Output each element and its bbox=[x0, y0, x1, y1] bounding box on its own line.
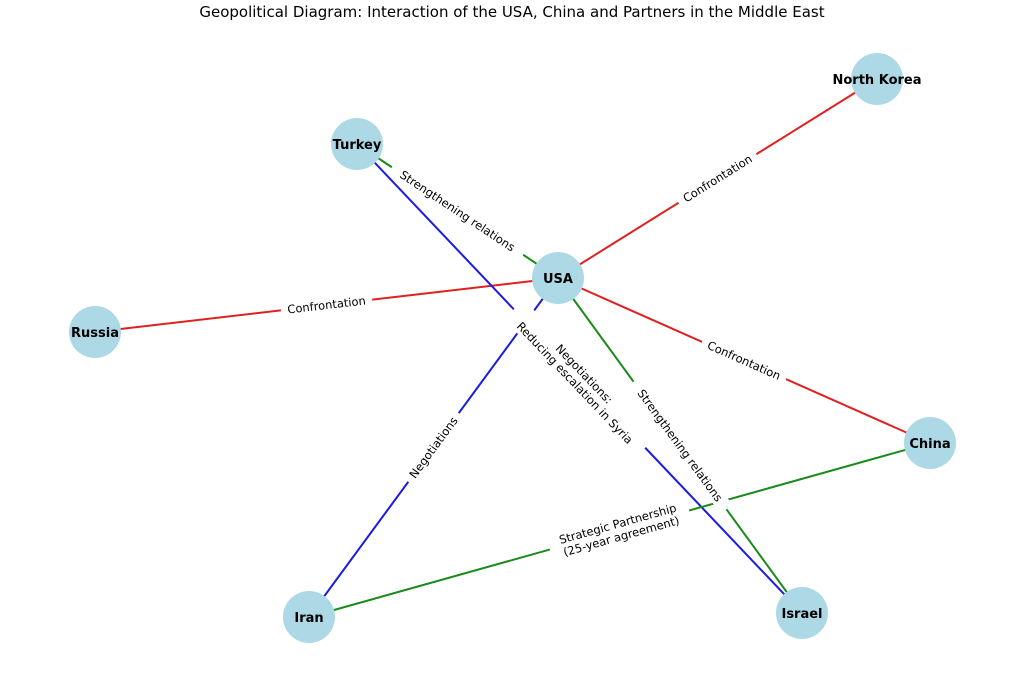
node-label: Russia bbox=[71, 326, 119, 341]
edge-label: Confrontation bbox=[680, 152, 754, 206]
edge-label-background bbox=[387, 160, 528, 262]
node-turkey: Turkey bbox=[331, 118, 383, 170]
node-circle bbox=[851, 53, 903, 105]
node-circle bbox=[776, 587, 828, 639]
edge-label-group: Negotiations bbox=[402, 408, 465, 487]
node-circle bbox=[532, 252, 584, 304]
node-label: North Korea bbox=[833, 73, 922, 88]
edge-label-group: Confrontation bbox=[280, 292, 373, 318]
node-label: Turkey bbox=[333, 138, 382, 153]
node-circle bbox=[283, 591, 335, 643]
edge-label: Strengthening relations bbox=[397, 168, 517, 255]
edge-label-background bbox=[402, 408, 465, 487]
node-circle bbox=[331, 118, 383, 170]
edge-label-group: Strategic Partnership(25-year agreement) bbox=[546, 497, 693, 563]
node-label: Israel bbox=[781, 607, 822, 622]
edge-label: Strengthening relations bbox=[634, 387, 725, 505]
edge-label: Strategic Partnership(25-year agreement) bbox=[557, 501, 681, 560]
node-label: China bbox=[909, 437, 950, 452]
node-usa: USA bbox=[532, 252, 584, 304]
node-circle bbox=[69, 306, 121, 358]
node-iran: Iran bbox=[283, 591, 335, 643]
edge-labels-layer: ConfrontationConfrontationConfrontationS… bbox=[280, 147, 789, 563]
edge-label: Confrontation bbox=[705, 338, 783, 383]
edge-label-background bbox=[674, 147, 761, 210]
edge-label-background bbox=[503, 299, 656, 458]
edge-label-group: Confrontation bbox=[674, 147, 761, 210]
edge-label-background bbox=[699, 335, 789, 386]
edges-layer bbox=[94, 78, 931, 618]
node-russia: Russia bbox=[69, 306, 121, 358]
edge-label-background bbox=[280, 292, 373, 318]
edge-label-background bbox=[627, 377, 733, 514]
edge-label: Confrontation bbox=[287, 293, 367, 316]
edge-label-group: Strengthening relations bbox=[387, 160, 528, 262]
node-china: China bbox=[904, 417, 956, 469]
diagram-title: Geopolitical Diagram: Interaction of the… bbox=[199, 3, 825, 21]
node-label: USA bbox=[543, 272, 573, 287]
edge-label: Negotiations bbox=[406, 414, 460, 481]
node-label: Iran bbox=[294, 611, 323, 626]
node-israel: Israel bbox=[776, 587, 828, 639]
node-north-korea: North Korea bbox=[833, 53, 922, 105]
edge-label: Negotiations:Reducing escalation in Syri… bbox=[514, 310, 645, 446]
node-circle bbox=[904, 417, 956, 469]
edge-label-background bbox=[546, 497, 693, 563]
edge-label-group: Negotiations:Reducing escalation in Syri… bbox=[503, 299, 656, 458]
edge-label-group: Confrontation bbox=[699, 335, 789, 386]
